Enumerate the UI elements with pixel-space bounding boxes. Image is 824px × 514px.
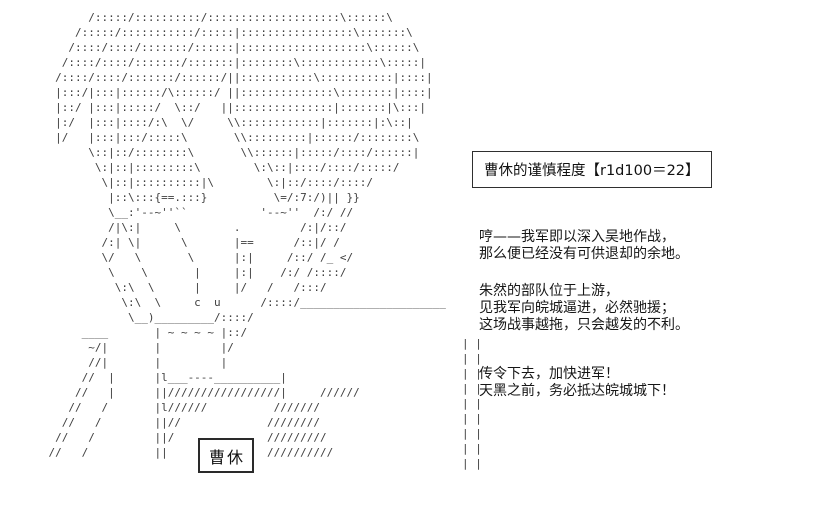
ascii-art-pillar: | | | | | | | | | | | | | | | | | | bbox=[462, 337, 482, 470]
dice-roll-box: 曹休的谨慎程度【r1d100＝22】 bbox=[472, 151, 712, 188]
character-name-label: 曹休 bbox=[208, 447, 245, 467]
character-name-box: 曹休 bbox=[198, 438, 254, 473]
dialogue-paragraph-3: 传令下去，加快进军！ 天黑之前，务必抵达皖城城下！ bbox=[479, 366, 675, 399]
dialogue-paragraph-2: 朱然的部队位于上游， 见我军向皖城逼进，必然驰援； 这场战事越拖，只会越发的不利… bbox=[479, 283, 689, 333]
dice-roll-label: 曹休的谨慎程度【r1d100＝22】 bbox=[484, 163, 700, 179]
ascii-art-portrait: /:::::/::::::::::/::::::::::::::::::::\:… bbox=[48, 11, 446, 459]
dialogue-paragraph-1: 哼——我军即以深入吴地作战， 那么便已经没有可供退却的余地。 bbox=[479, 229, 689, 262]
